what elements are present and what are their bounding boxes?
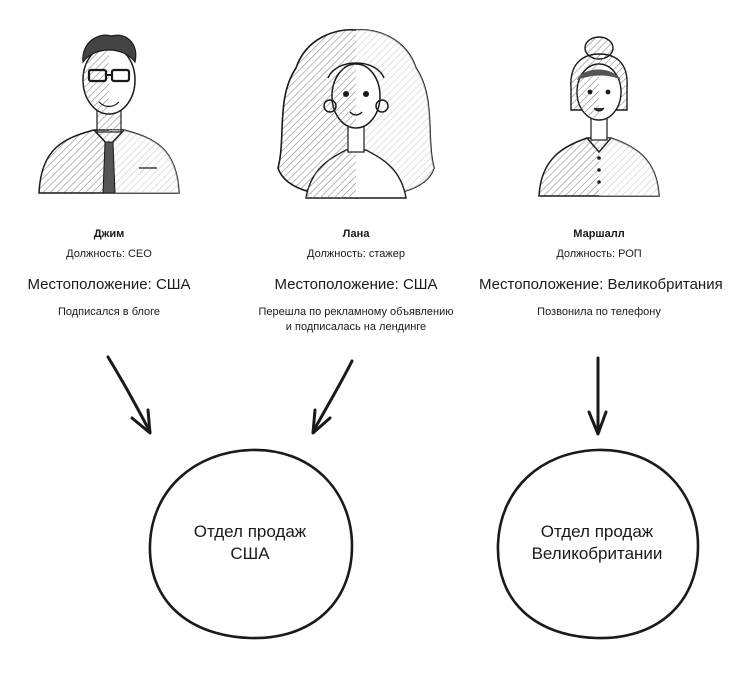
- person-name: Джим: [93, 228, 125, 240]
- person-source: Подписался в блоге: [57, 306, 161, 318]
- person-source: Позвонила по телефону: [537, 306, 661, 318]
- department-uk: Отдел продаж Великобритании: [531, 522, 663, 563]
- arrow-lana-to-usa: [311, 359, 354, 434]
- woman-with-curly-hair-sketch-icon: [277, 28, 435, 199]
- person-role: Должность: стажер: [307, 248, 405, 260]
- woman-with-hair-bun-sketch-icon: [538, 36, 660, 197]
- person-role: Должность: РОП: [556, 248, 642, 260]
- man-with-glasses-sketch-icon: [38, 34, 180, 194]
- arrow-head-lana: [311, 408, 332, 435]
- arrow-head-jim: [130, 408, 152, 435]
- uk-sales-circle: [496, 448, 700, 640]
- person-location: Местоположение: США: [27, 276, 191, 293]
- arrow-head-marshall: [587, 410, 608, 436]
- arrow-jim-to-usa: [106, 355, 152, 434]
- usa-sales-circle: [148, 448, 354, 640]
- person-source: Перешла по рекламному объявлению и подпи…: [258, 306, 454, 333]
- person-name: Лана: [342, 228, 370, 240]
- person-role: Должность: CEO: [66, 248, 152, 260]
- department-usa: Отдел продаж США: [193, 522, 307, 563]
- person-location: Местоположение: США: [274, 276, 438, 293]
- person-location: Местоположение: Великобритания: [479, 276, 723, 293]
- person-name: Маршалл: [573, 228, 625, 240]
